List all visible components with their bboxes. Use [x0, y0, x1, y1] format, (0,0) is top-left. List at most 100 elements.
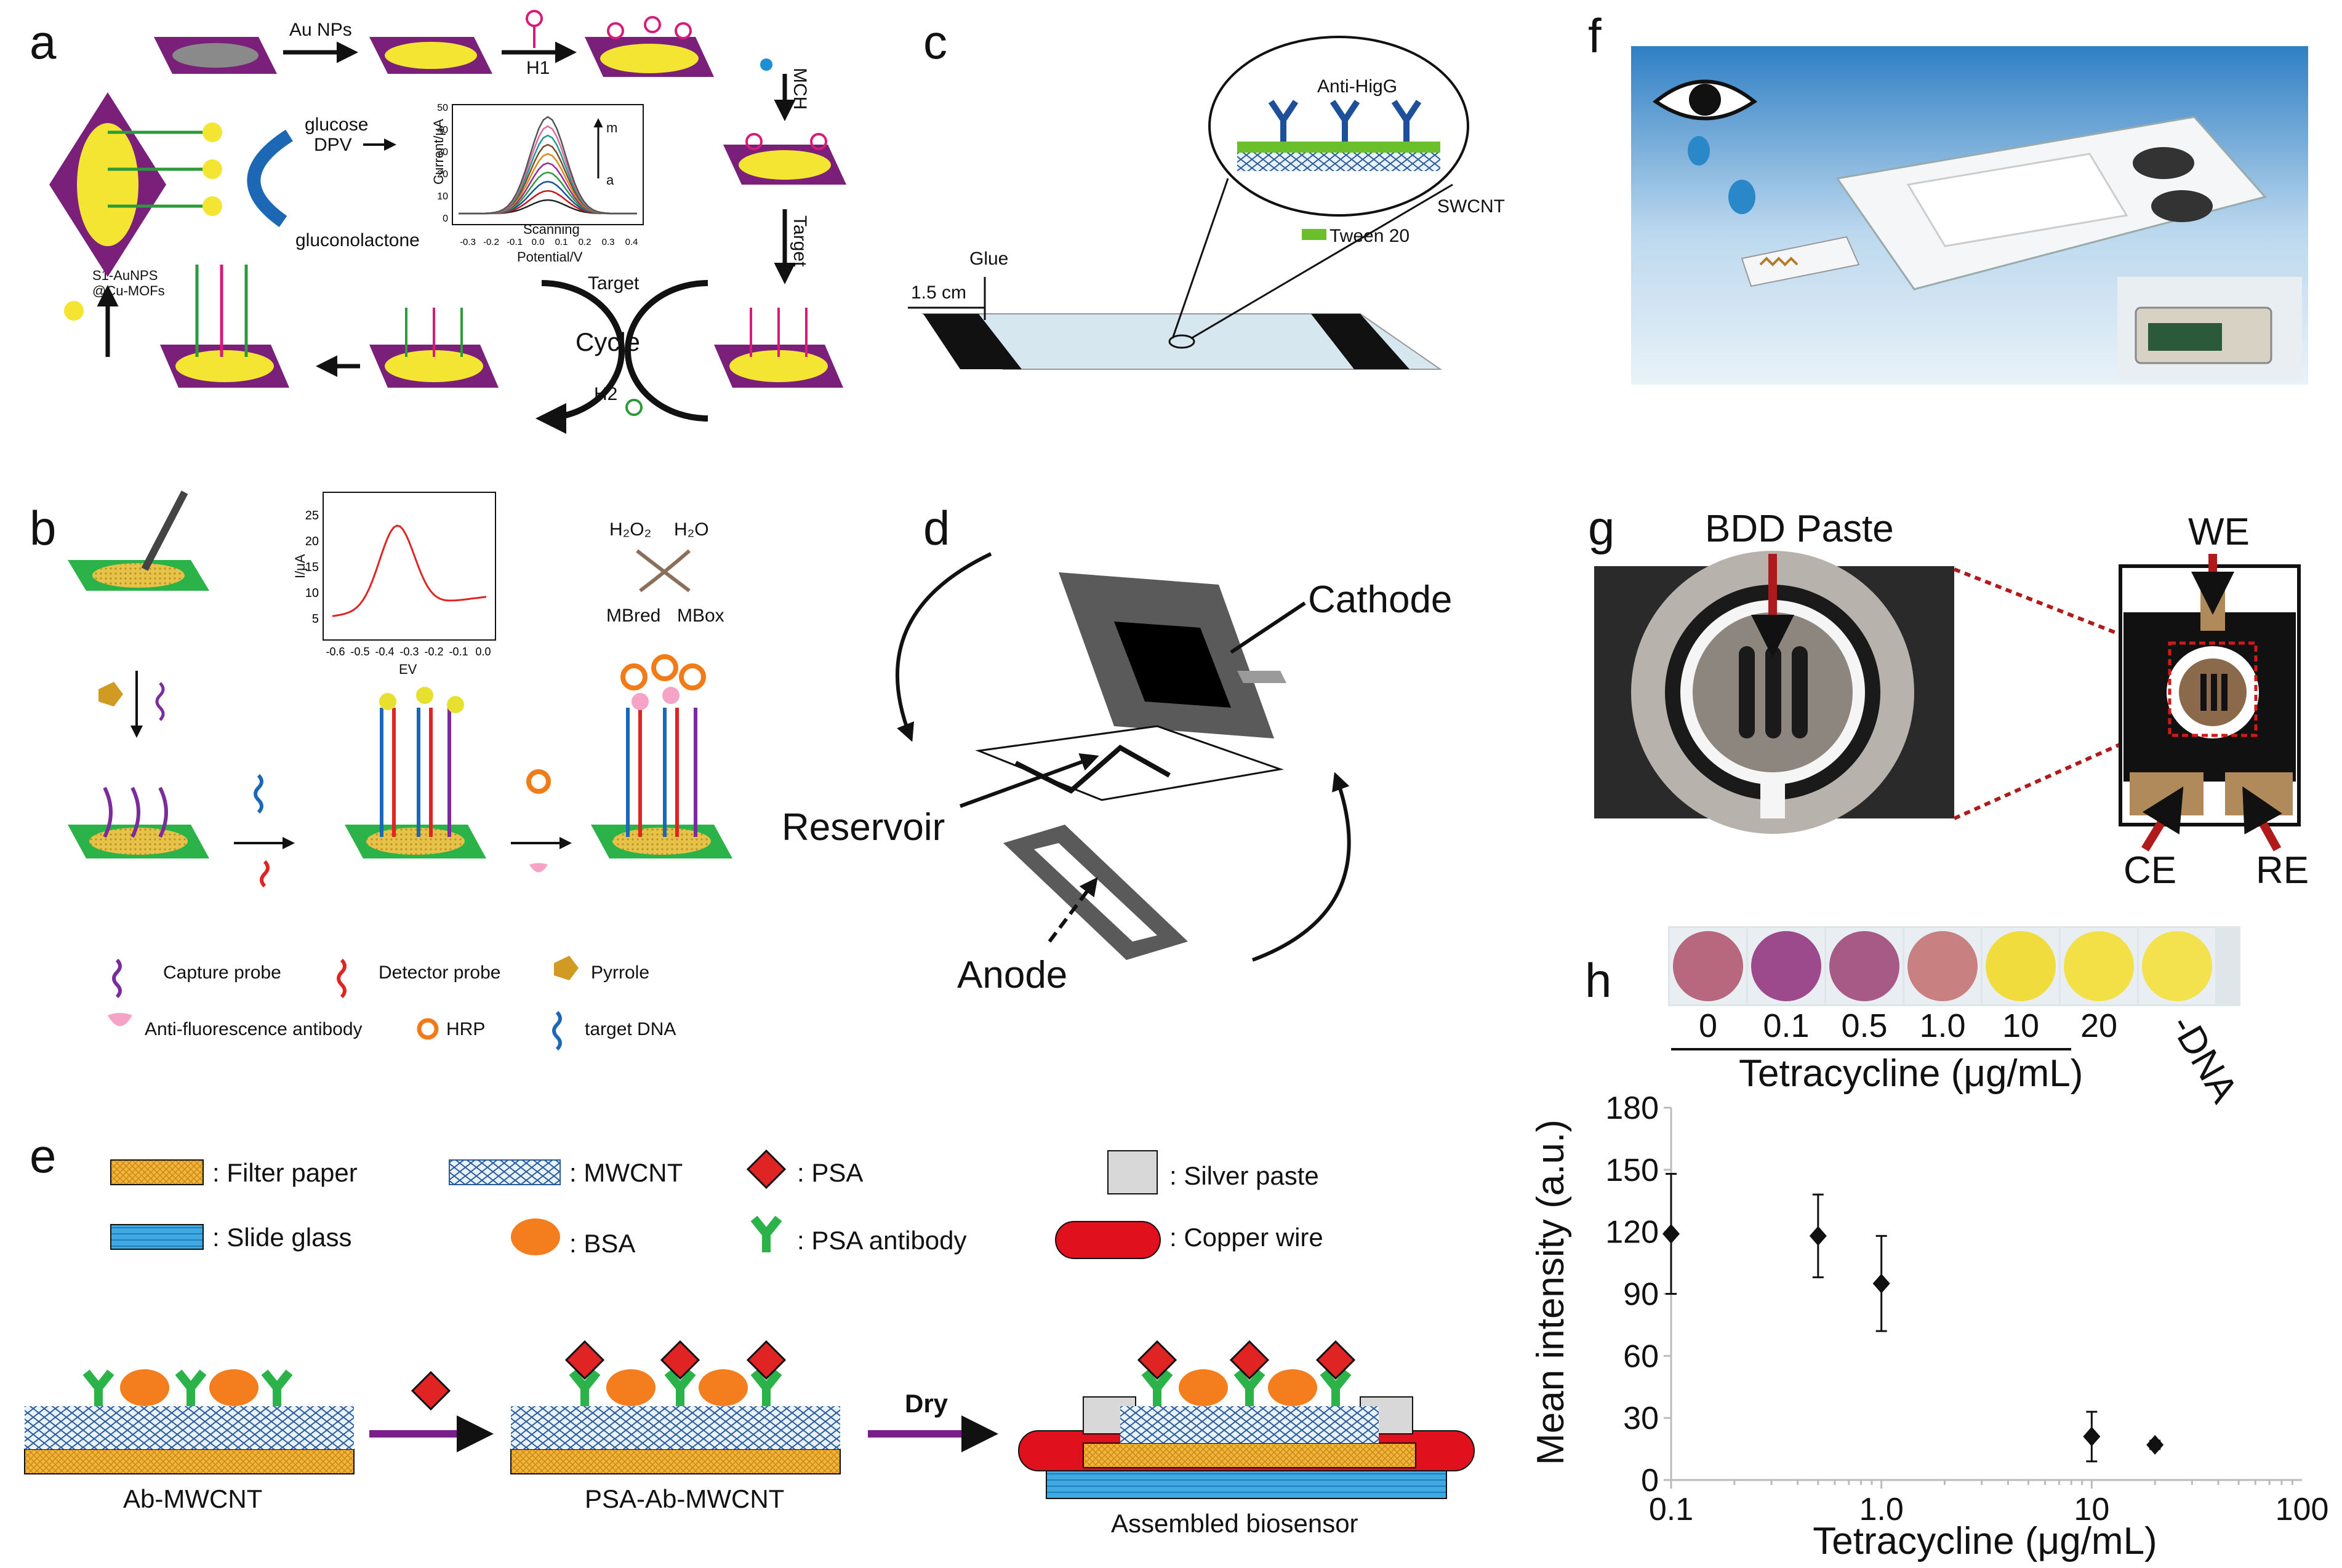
data-point — [2146, 1434, 2164, 1455]
eye-icon — [1652, 79, 1758, 214]
data-point — [1872, 1273, 1890, 1294]
panel-f-label: f — [1588, 9, 1602, 63]
legend-filter: : Filter paper — [212, 1158, 358, 1187]
panel-d: d Cathode Reservoir Anode — [782, 501, 1452, 996]
electrode-final — [591, 654, 732, 858]
cycle-arrow — [535, 280, 625, 434]
x-tick-label: 0.1 — [1649, 1492, 1693, 1527]
dpv-a-label: a — [606, 172, 614, 188]
legend-pyrrole: Pyrrole — [591, 962, 649, 983]
mch-icon — [760, 58, 772, 71]
cycle-label: Cycle — [575, 327, 640, 356]
dpv-ytick: 0 — [443, 214, 448, 224]
h2-label: H2 — [594, 384, 617, 404]
ev-xtick: -0.4 — [375, 646, 394, 658]
pyrrole-icon — [98, 682, 123, 706]
stage-ab-mwcnt — [24, 1369, 355, 1474]
panel-c: c 1.5 cm Glue Anti-HigG SWCNT Tween 20 — [908, 15, 1505, 370]
h2o-label: H₂O — [674, 519, 709, 540]
x-tick-label: 100 — [2276, 1492, 2329, 1527]
bdd-label: BDD Paste — [1705, 508, 1894, 550]
color-spot — [1751, 931, 1821, 1001]
hrp-icon — [526, 769, 551, 794]
legend-slide-swatch — [110, 1224, 204, 1250]
electrode-au — [369, 37, 492, 74]
electrode-h1 — [585, 16, 714, 77]
redox-arrows — [636, 549, 691, 593]
legend-mwcnt-swatch — [449, 1159, 561, 1185]
color-spot — [2064, 931, 2134, 1001]
legend-capture-icon — [112, 958, 122, 999]
ev-ytick: 5 — [312, 612, 319, 626]
h2-hairpin-icon — [625, 399, 643, 416]
aunp-icon — [64, 301, 84, 321]
color-spot — [1907, 931, 1978, 1001]
data-point — [1662, 1224, 1680, 1244]
spot-label: 0 — [1699, 1007, 1717, 1044]
legend-filter-swatch — [110, 1159, 204, 1185]
chart-ylabel: Mean intensity (a.u.) — [1530, 1119, 1572, 1465]
ce-pointer — [2141, 786, 2184, 852]
stage2-label: PSA-Ab-MWCNT — [585, 1484, 784, 1513]
data-point — [2083, 1426, 2101, 1447]
tween-label: Tween 20 — [1329, 226, 1410, 246]
ev-xtick: -0.2 — [424, 646, 443, 658]
electrode-readout — [49, 92, 222, 277]
stack-arrow-left — [895, 552, 992, 742]
legend-antibody-icon — [750, 1215, 782, 1252]
color-spot — [2142, 931, 2212, 1001]
ev-ylabel: I/μA — [292, 554, 308, 578]
legend-hrp-icon — [417, 1018, 439, 1040]
spot-label: 20 — [2080, 1007, 2117, 1044]
detector-probe-icon — [260, 860, 270, 888]
h1-label: H1 — [526, 58, 550, 78]
stage-psa-ab-mwcnt — [510, 1340, 841, 1474]
ev-xtick: -0.5 — [350, 646, 369, 658]
panel-d-label: d — [923, 501, 950, 555]
dpv-xtick: -0.2 — [483, 237, 499, 247]
strip-pad-left — [923, 314, 1022, 369]
stage3-label: Assembled biosensor — [1111, 1509, 1358, 1538]
legend-mwcnt: : MWCNT — [569, 1158, 683, 1187]
re-pointer — [2242, 786, 2282, 852]
tween-layer — [1237, 142, 1440, 153]
antibody-icons — [1268, 100, 1422, 142]
cathode-pointer — [1230, 601, 1306, 654]
s1-line1: S1-AuNPS — [92, 268, 158, 283]
legend-silver: : Silver paste — [1169, 1161, 1319, 1190]
ev-ytick: 10 — [305, 586, 319, 600]
legend-bsa: : BSA — [569, 1229, 635, 1258]
spot-label: 10 — [2002, 1007, 2039, 1044]
legend-antibody-icon — [108, 1013, 132, 1026]
legend-antibody: Anti-fluorescence antibody — [145, 1019, 363, 1039]
mbox-label: MBox — [677, 606, 724, 626]
electrode-hybrid — [345, 687, 486, 858]
panel-g: g BDD Paste WE CE RE — [1588, 501, 2309, 892]
legend-pyrrole-icon — [554, 956, 579, 980]
dpv-xtick: 0.2 — [579, 237, 592, 247]
stage1-label: Ab-MWCNT — [123, 1484, 262, 1513]
electrode-dropper — [68, 490, 209, 591]
dpv-m-label: m — [606, 120, 617, 135]
electrode-mch — [723, 133, 846, 185]
dpv-scan-label: Scanning — [523, 222, 580, 237]
panel-e: e : Filter paper : Slide glass : MWCNT :… — [24, 1129, 1475, 1538]
dpv-ytick: 50 — [437, 103, 448, 113]
spot-label: 1.0 — [1919, 1007, 1965, 1044]
electrode-assembled — [160, 265, 289, 388]
ev-ytick: 25 — [305, 509, 319, 522]
tween-legend-swatch — [1302, 229, 1326, 240]
electrode-cycle — [369, 308, 499, 388]
panel-a-label: a — [30, 15, 57, 69]
chart-xlabel: Tetracycline (μg/mL) — [1813, 1520, 2157, 1562]
glucose-arrow — [247, 129, 293, 228]
reservoir-pointer — [959, 753, 1099, 808]
legend-detector: Detector probe — [379, 962, 500, 983]
ev-ytick: 15 — [305, 561, 319, 574]
data-point — [1809, 1226, 1827, 1246]
color-spot — [1673, 931, 1743, 1001]
legend-hrp: HRP — [446, 1019, 485, 1039]
